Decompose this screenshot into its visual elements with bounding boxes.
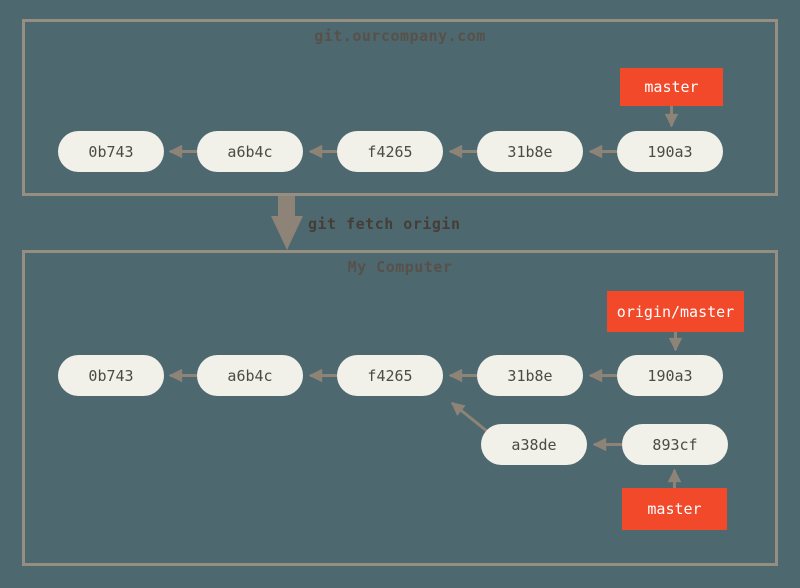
local-commit-31b8e: 31b8e <box>477 355 583 396</box>
local-commit-190a3: 190a3 <box>617 355 723 396</box>
local-commit-a6b4c: a6b4c <box>197 355 303 396</box>
origin-master-branch-label: origin/master <box>607 291 744 332</box>
remote-commit-0b743: 0b743 <box>58 131 164 172</box>
remote-repo-title: git.ourcompany.com <box>314 27 486 45</box>
fetch-arrow-icon <box>278 196 295 217</box>
remote-master-branch-label: master <box>620 68 723 106</box>
local-commit-893cf: 893cf <box>622 424 728 465</box>
local-repo-box <box>22 250 778 566</box>
remote-commit-190a3: 190a3 <box>617 131 723 172</box>
local-repo-title: My Computer <box>347 258 453 276</box>
remote-commit-f4265: f4265 <box>337 131 443 172</box>
local-commit-0b743: 0b743 <box>58 355 164 396</box>
fetch-command-text: git fetch origin <box>308 215 461 233</box>
local-commit-f4265: f4265 <box>337 355 443 396</box>
remote-commit-a6b4c: a6b4c <box>197 131 303 172</box>
remote-commit-31b8e: 31b8e <box>477 131 583 172</box>
fetch-arrowhead-icon <box>271 216 303 250</box>
local-commit-a38de: a38de <box>481 424 587 465</box>
remote-repo-box <box>22 19 778 196</box>
local-master-branch-label: master <box>622 488 727 530</box>
